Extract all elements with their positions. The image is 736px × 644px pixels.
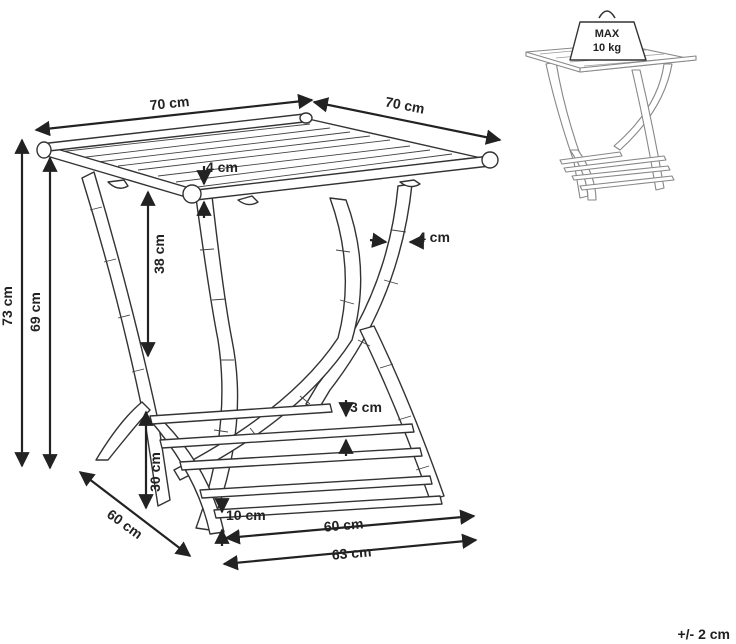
weight-line-1: MAX bbox=[595, 28, 620, 40]
label-total-height: 73 cm bbox=[0, 286, 15, 326]
label-leg-upper-height: 38 cm bbox=[151, 234, 167, 274]
label-shelf-offset: 10 cm bbox=[226, 507, 266, 523]
tolerance-note: +/- 2 cm bbox=[677, 626, 730, 642]
table-drawing bbox=[36, 112, 499, 535]
label-top-width-front: 70 cm bbox=[149, 93, 190, 113]
dimension-labels: 70 cm 70 cm 4 cm 4 cm 3 cm 73 cm 69 cm 3… bbox=[0, 93, 730, 642]
label-shelf-height: 30 cm bbox=[147, 452, 163, 492]
thumbnail-table-with-weight: MAX 10 kg bbox=[525, 10, 697, 201]
label-top-width-side: 70 cm bbox=[384, 93, 426, 116]
label-top-thickness: 4 cm bbox=[206, 159, 238, 175]
label-base-width: 63 cm bbox=[331, 543, 372, 562]
label-shelf-bar-thickness: 3 cm bbox=[350, 399, 382, 415]
label-seat-height: 69 cm bbox=[27, 292, 43, 332]
label-base-depth: 60 cm bbox=[104, 506, 146, 542]
label-shelf-width: 60 cm bbox=[323, 515, 364, 534]
weight-line-2: 10 kg bbox=[593, 42, 621, 54]
dimension-lines bbox=[14, 93, 502, 571]
label-leg-thickness: 4 cm bbox=[418, 229, 450, 245]
